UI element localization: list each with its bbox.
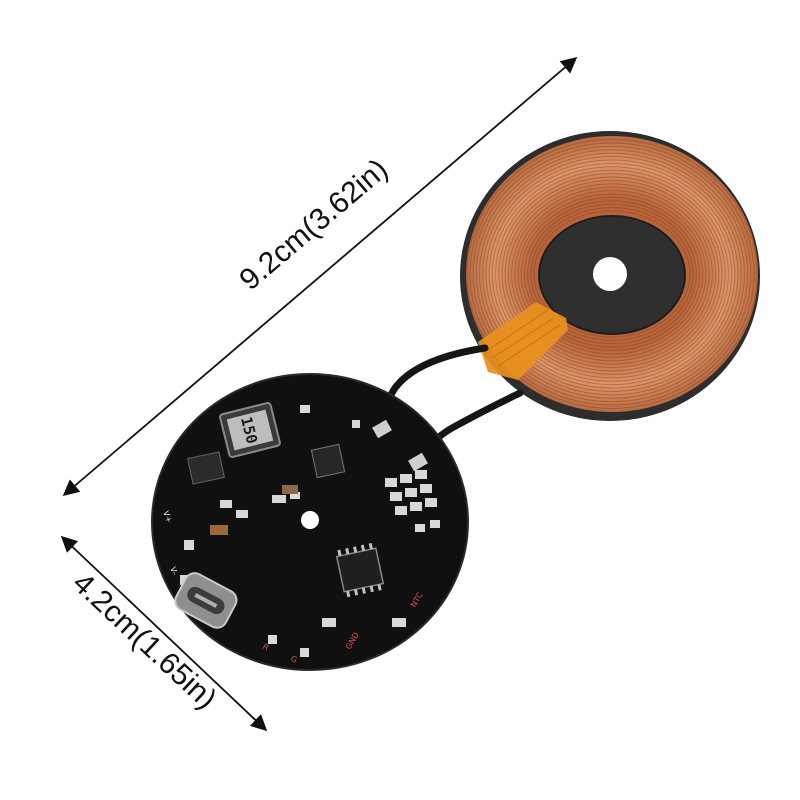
wire-pad-2	[408, 452, 428, 472]
inductor: 150	[219, 402, 281, 458]
coil-center-hole	[593, 257, 627, 291]
coil-winding	[491, 166, 733, 382]
coil-winding	[527, 203, 697, 345]
coil-dimension-label: 9.2cm(3.62in)	[233, 153, 394, 297]
coil-winding	[482, 156, 742, 392]
label-v-plus: V+	[161, 510, 174, 525]
label-v-minus: V-	[168, 566, 179, 577]
arrow-icon	[62, 56, 578, 497]
coil-winding	[498, 173, 726, 375]
coil-winding	[504, 179, 720, 369]
coil-winding	[533, 210, 691, 338]
coil-winding	[520, 196, 704, 352]
controller-chip	[310, 443, 346, 479]
mounting-hole	[301, 511, 319, 529]
charging-coil	[460, 131, 760, 421]
label-g: G	[289, 654, 299, 665]
smd-components	[180, 405, 440, 657]
label-r: R	[261, 642, 271, 653]
mcu-chip	[335, 547, 385, 593]
insulating-tape	[478, 302, 568, 380]
coil-winding	[530, 207, 694, 341]
wire-pad-1	[372, 419, 392, 439]
coil-winding	[479, 152, 745, 396]
coil-winding	[495, 169, 729, 379]
arrow-icon	[60, 535, 268, 732]
coil-winding	[475, 149, 749, 399]
pcb-board: 150	[151, 373, 469, 671]
coil-winding	[469, 142, 755, 406]
coil-winding	[507, 183, 717, 365]
coil-winding	[514, 190, 710, 358]
coil-winding	[523, 200, 701, 348]
coil-winding	[472, 145, 752, 403]
mosfet-chip	[187, 451, 225, 485]
mcu-pins	[337, 542, 382, 598]
coil-winding	[517, 193, 707, 355]
coil-winding	[501, 176, 723, 372]
coil-winding	[485, 159, 739, 389]
coil-winding	[511, 186, 713, 362]
usb-c-port	[174, 572, 238, 629]
coil-winding	[488, 162, 736, 386]
coil-winding	[466, 139, 758, 409]
